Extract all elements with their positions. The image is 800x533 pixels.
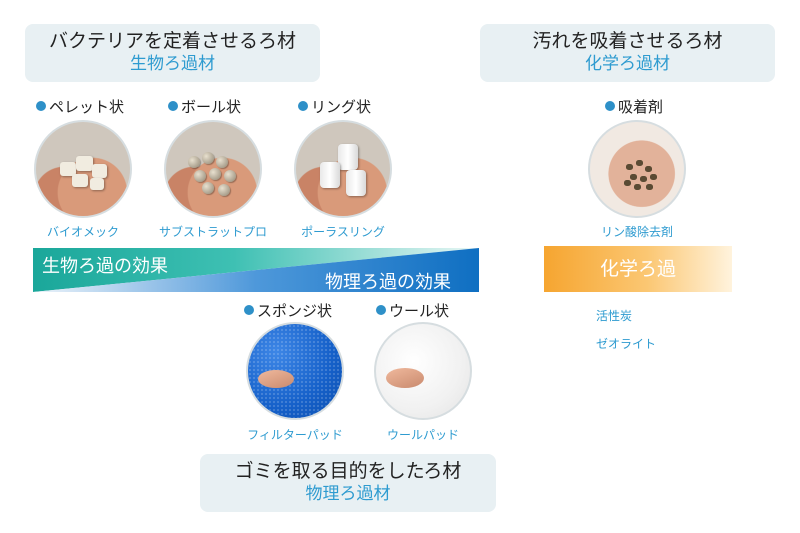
ring-label: リング状 [298,96,371,117]
adsorbent-caption: リン酸除去剤 [600,225,673,239]
chem-media-title-box: 汚れを吸着させるろ材 化学ろ過材 [480,24,775,82]
ball-label: ボール状 [168,96,241,117]
phys-media-title: ゴミを取る目的をしたろ材 [234,460,462,482]
ball-media-photo [164,120,262,218]
phys-media-title-box: ゴミを取る目的をしたろ材 物理ろ過材 [200,454,496,512]
bio-media-title: バクテリアを定着させるろ材 [48,30,296,52]
wool-photo [374,322,472,420]
phys-media-subtitle: 物理ろ過材 [305,484,391,504]
bullet-dot-icon [376,305,386,315]
adsorbent-label: 吸着剤 [605,96,663,117]
chem-filtration-bar: 化学ろ過 [544,246,732,292]
pellet-caption: バイオメック [46,225,119,239]
activated-carbon-label: 活性炭 [596,309,633,323]
zeolite-label: ゼオライト [596,337,657,351]
sponge-caption: フィルターパッド [247,428,343,442]
bullet-dot-icon [36,101,46,111]
bullet-dot-icon [605,101,615,111]
chem-media-subtitle: 化学ろ過材 [585,54,670,74]
pellet-label: ペレット状 [36,96,124,117]
sponge-label: スポンジ状 [244,300,332,321]
pellet-media-photo [34,120,132,218]
ball-caption: サブストラットプロ [158,225,267,239]
chem-media-title: 汚れを吸着させるろ材 [532,30,723,52]
wool-label: ウール状 [376,300,449,321]
wool-caption: ウールパッド [386,428,459,442]
phys-effect-wedge [33,248,479,292]
adsorbent-photo [588,120,686,218]
bio-media-subtitle: 生物ろ過材 [130,54,215,74]
phys-effect-label: 物理ろ過の効果 [325,272,451,293]
bio-effect-label: 生物ろ過の効果 [42,256,168,277]
bullet-dot-icon [168,101,178,111]
sponge-photo [246,322,344,420]
filtration-effect-band [33,248,479,292]
ring-caption: ポーラスリング [301,225,385,239]
ring-media-photo [294,120,392,218]
bio-media-title-box: バクテリアを定着させるろ材 生物ろ過材 [25,24,320,82]
bullet-dot-icon [244,305,254,315]
bullet-dot-icon [298,101,308,111]
